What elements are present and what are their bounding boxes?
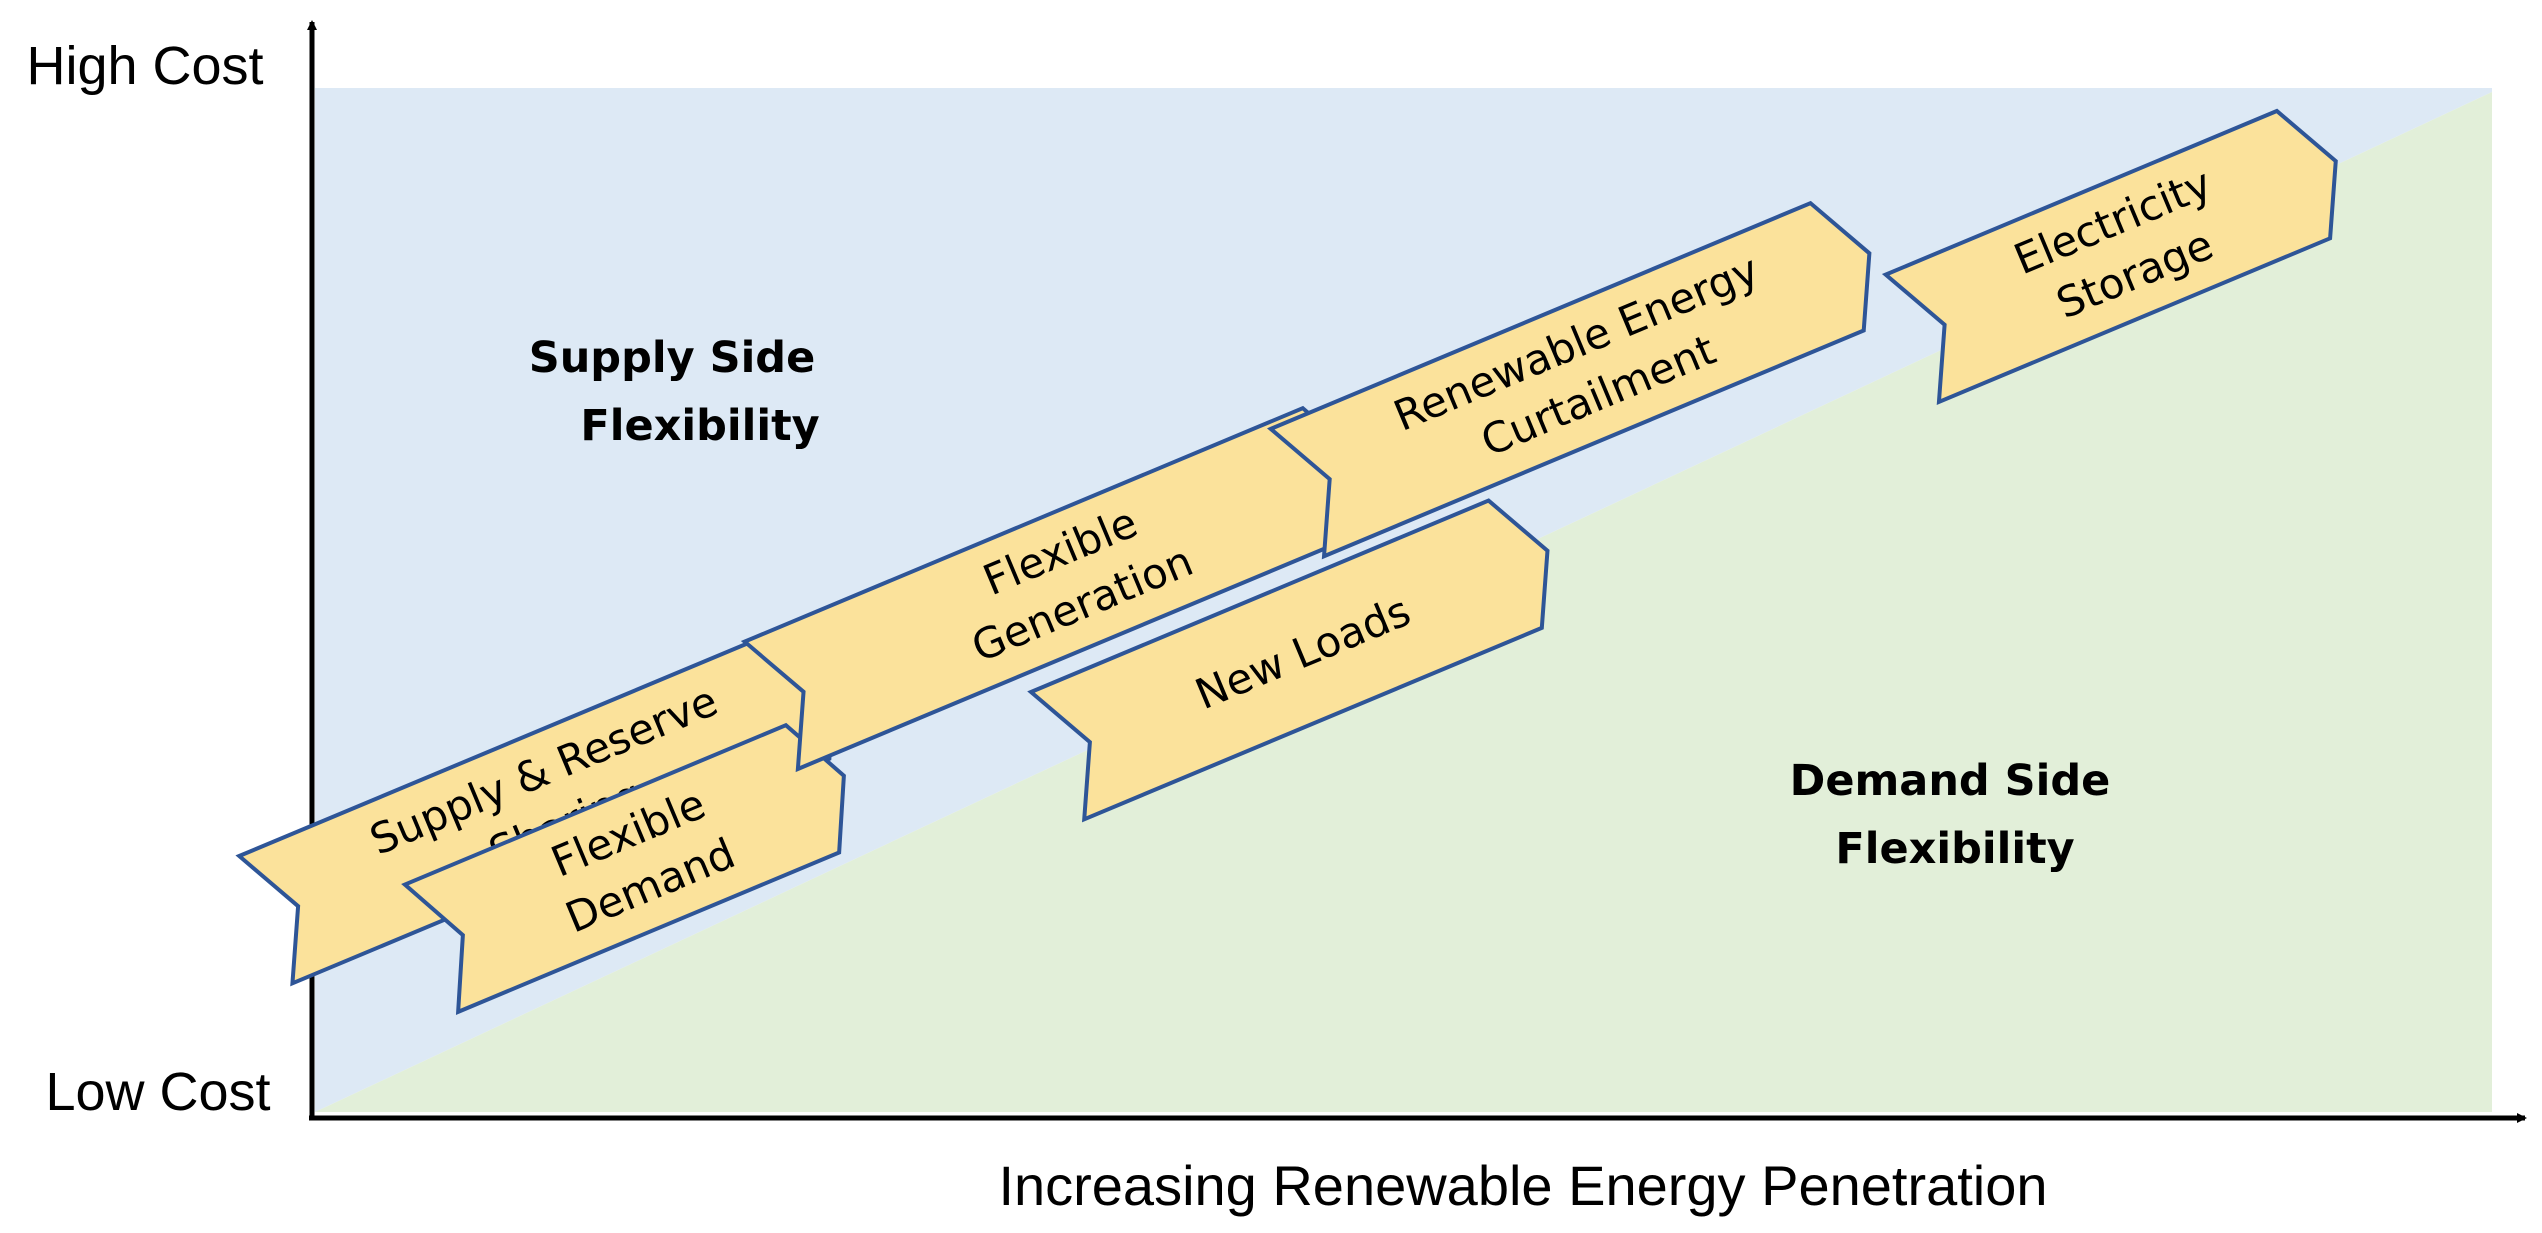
x-axis-label: Increasing Renewable Energy Penetration [998,1154,2047,1217]
new-loads-chevron: New Loads [1027,498,1550,823]
demand-side-label-line2: Flexibility [1835,824,2074,874]
renewable-energy-curtailment-chevron: Renewable Energy Curtailment [1266,200,1872,560]
supply-side-label-line1: Supply Side [529,333,816,383]
y-axis-low-label: Low Cost [45,1062,270,1122]
demand-side-label-line1: Demand Side [1790,756,2111,806]
supply-side-label-line2: Flexibility [580,401,819,451]
y-axis-high-label: High Cost [26,36,263,96]
